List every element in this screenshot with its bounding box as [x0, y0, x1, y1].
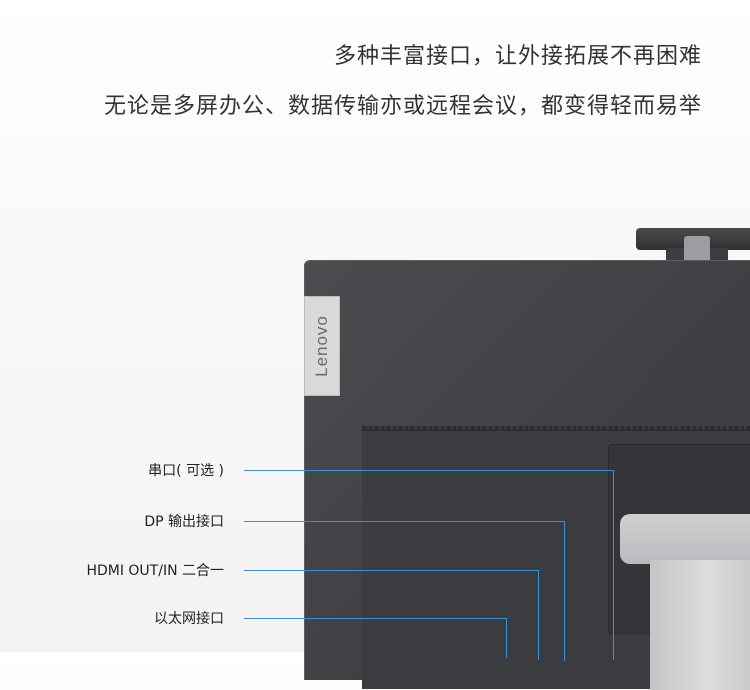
- port-label-ethernet: 以太网接口: [154, 611, 224, 627]
- leader-line-ethernet: [244, 618, 507, 619]
- headline-line-1: 多种丰富接口，让外接拓展不再困难: [333, 44, 702, 69]
- stand-pole: [650, 560, 750, 690]
- port-label-serial: 串口( 可选 ): [148, 463, 224, 479]
- stand-arm: [620, 514, 750, 564]
- leader-line-serial: [244, 470, 614, 471]
- leader-drop-serial: [613, 470, 614, 660]
- leader-drop-ethernet: [506, 618, 507, 658]
- monitor-back: Lenovo: [304, 260, 750, 690]
- port-label-dp: DP 输出接口: [144, 514, 224, 530]
- leader-drop-dp: [564, 521, 565, 661]
- leader-line-hdmi: [244, 570, 539, 571]
- logo-plate: Lenovo: [304, 296, 340, 396]
- port-label-hdmi: HDMI OUT/IN 二合一: [86, 563, 224, 579]
- leader-line-dp: [244, 521, 565, 522]
- headline-line-2: 无论是多屏办公、数据传输亦或远程会议，都变得轻而易举: [103, 94, 702, 119]
- leader-drop-hdmi: [538, 570, 539, 660]
- lenovo-logo: Lenovo: [312, 315, 331, 377]
